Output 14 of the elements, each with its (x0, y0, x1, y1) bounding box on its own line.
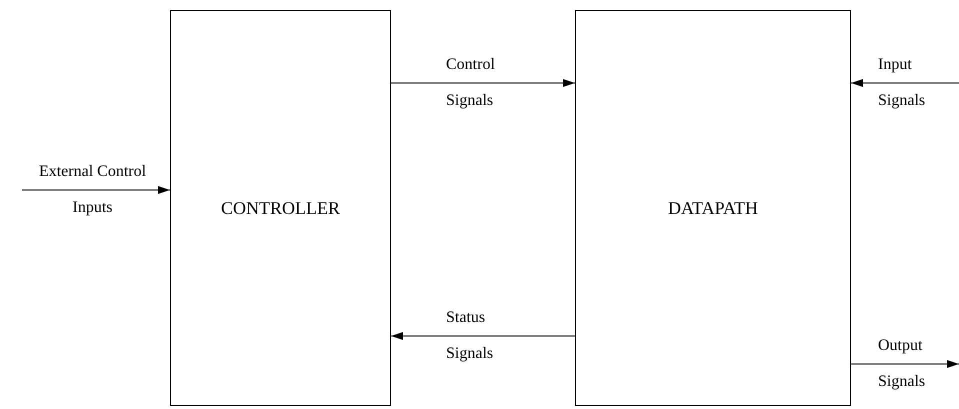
edge-label: Input Signals (878, 55, 926, 111)
arrow (390, 79, 576, 87)
arrow (850, 360, 959, 368)
arrow (390, 332, 576, 340)
block-box (170, 10, 391, 406)
arrow (850, 79, 959, 87)
edge-label: External Control Inputs (38, 162, 148, 218)
block-box (575, 10, 851, 406)
edge-label: Output Signals (878, 336, 926, 392)
block-title: CONTROLLER (221, 198, 340, 218)
arrow (22, 186, 170, 194)
block-title: DATAPATH (668, 198, 758, 218)
edge-label: Status Signals (446, 308, 494, 364)
edge-label: Control Signals (446, 55, 496, 111)
